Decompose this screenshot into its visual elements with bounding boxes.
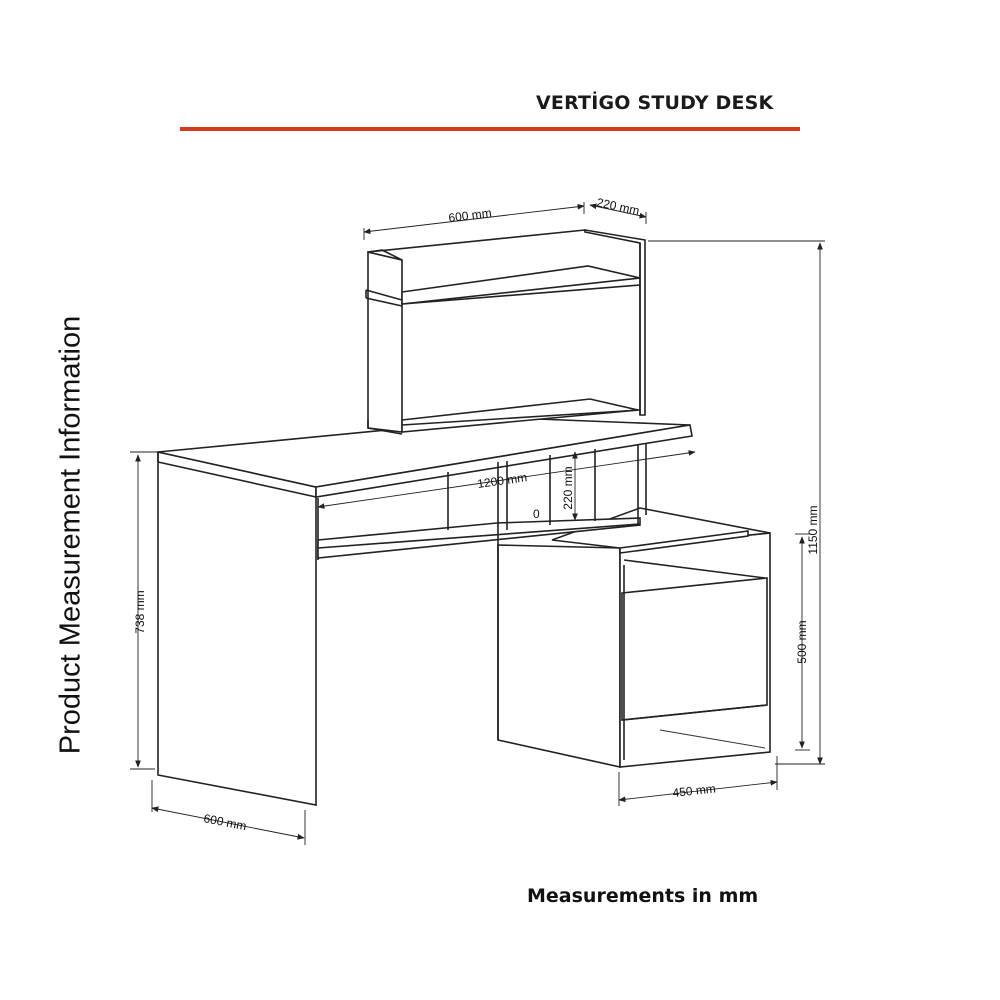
label-hutch-width: 600 mm xyxy=(448,206,493,225)
label-shelf-gap: 220 mm xyxy=(561,466,575,509)
label-desk-width: 1200 mm xyxy=(476,470,527,491)
label-side-unit-height: 500 mm xyxy=(795,620,809,663)
side-unit xyxy=(497,507,771,768)
label-hutch-depth: 220 mm xyxy=(595,195,640,218)
product-title: VERTİGO STUDY DESK xyxy=(536,92,774,114)
desk-body: 0 xyxy=(157,417,693,806)
label-desk-height: 738 mm xyxy=(133,590,147,633)
units-footnote: Measurements in mm xyxy=(527,885,759,907)
label-desk-depth: 600 mm xyxy=(202,811,247,833)
hutch xyxy=(365,229,646,435)
title-underline xyxy=(180,127,800,131)
label-side-unit-depth: 450 mm xyxy=(672,782,717,800)
dimension-lines xyxy=(130,202,825,845)
svg-text:0: 0 xyxy=(533,507,540,521)
label-total-height: 1150 mm xyxy=(806,505,820,554)
